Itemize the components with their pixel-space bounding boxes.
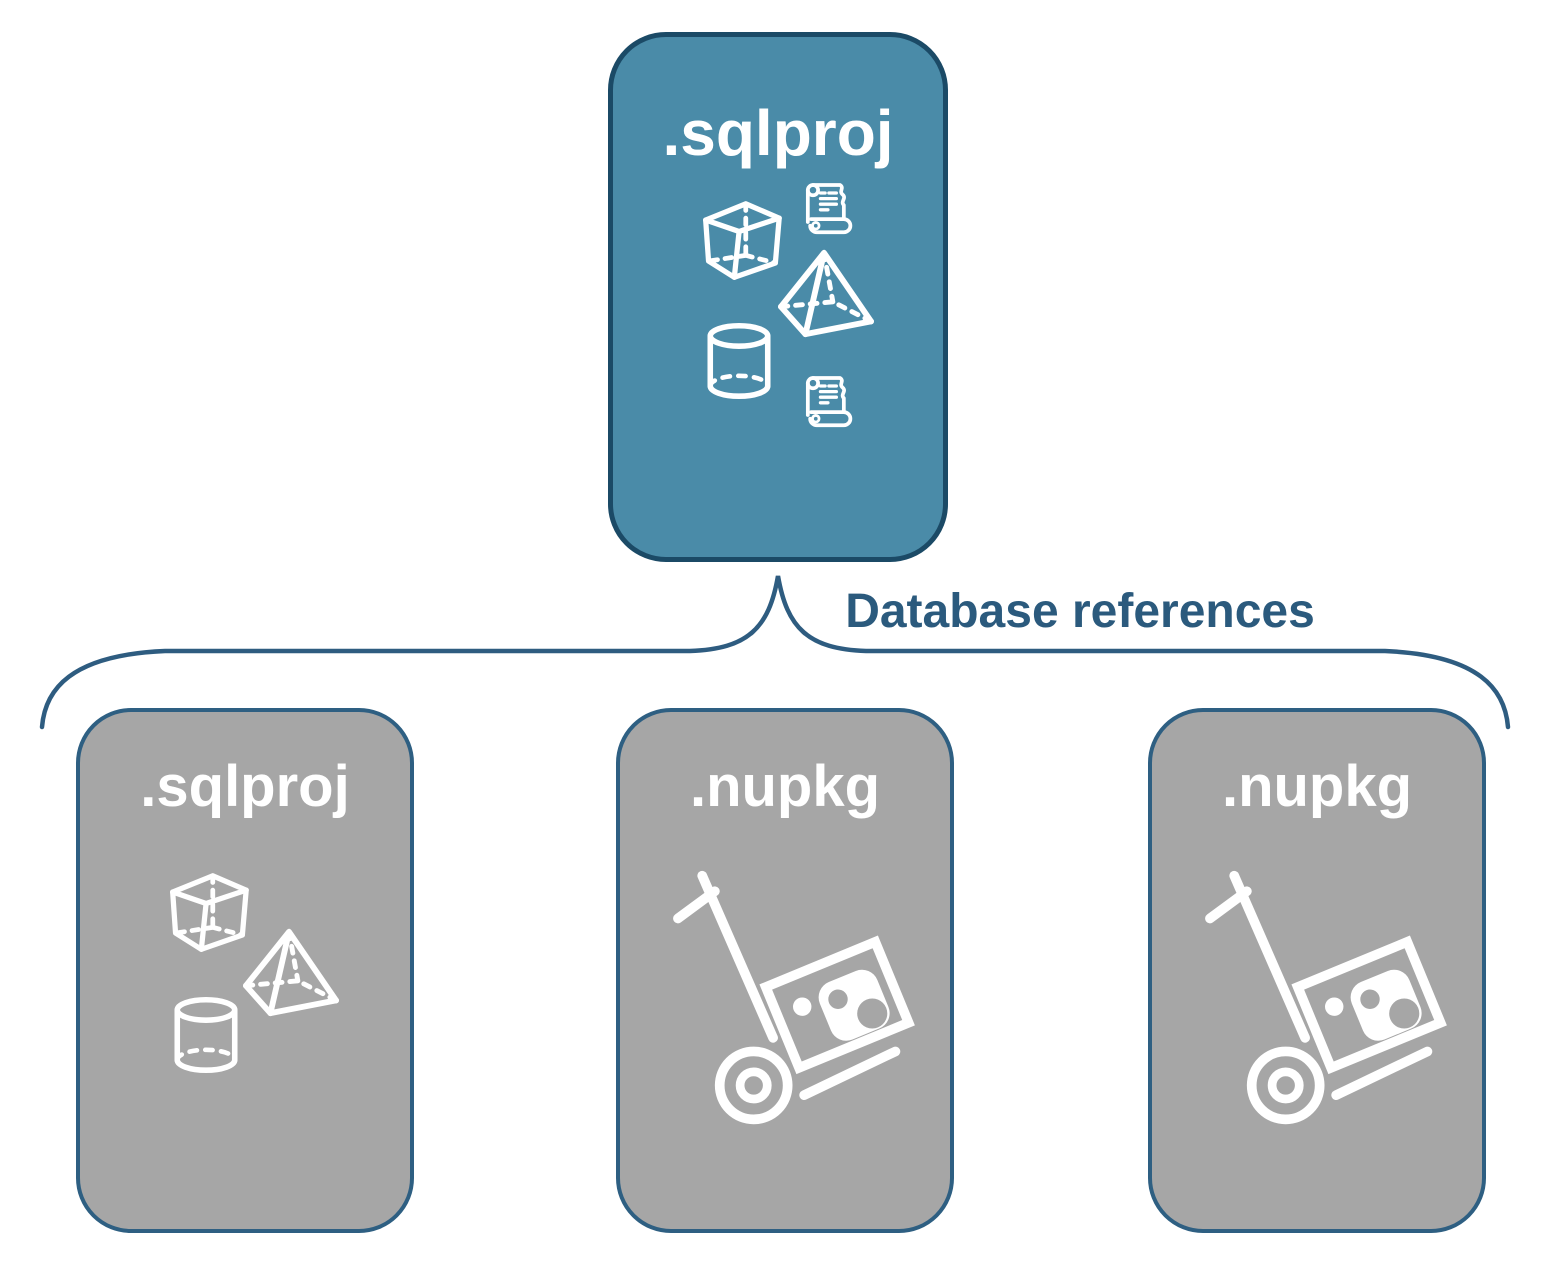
pyramid-icon [773,247,879,341]
child-nupkg-node: .nupkg [1148,708,1486,1233]
pyramid-icon [238,926,344,1020]
connector-label: Database references [845,585,1315,638]
package-dolly-icon [1200,867,1450,1133]
database-cylinder-icon [701,321,777,401]
child-nupkg-node: .nupkg [616,708,954,1233]
child-node-label: .nupkg [689,754,881,819]
root-node-label: .sqlproj [662,97,894,169]
child-sqlproj-node: .sqlproj [76,708,414,1233]
child-node-label: .nupkg [1221,754,1413,819]
child-node-label: .sqlproj [140,754,350,819]
package-dolly-icon [668,867,918,1133]
brace-connector [30,560,1530,745]
script-scroll-icon [798,369,856,431]
root-sqlproj-node: .sqlproj [608,32,948,562]
database-cylinder-icon [168,995,244,1075]
script-scroll-icon [798,176,856,238]
